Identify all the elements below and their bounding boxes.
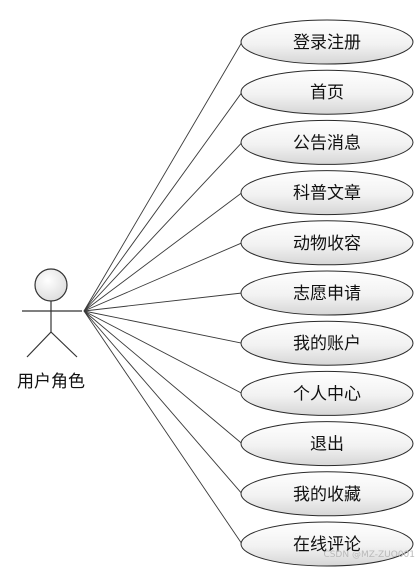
- use-case: 公告消息: [240, 119, 414, 165]
- association-line: [83, 292, 243, 312]
- use-case-label: 志愿申请: [293, 284, 361, 304]
- watermark: CSDN @MZ-ZUO001: [323, 550, 415, 560]
- use-case-ellipse: [240, 421, 414, 467]
- association-line: [83, 310, 243, 495]
- association-line: [83, 310, 243, 394]
- actor-left-leg: [26, 331, 52, 358]
- use-case-ellipse: [240, 370, 414, 416]
- use-case-label: 退出: [310, 435, 344, 455]
- use-case-label: 科普文章: [293, 184, 361, 204]
- actor-head: [34, 268, 68, 302]
- use-case-label: 登录注册: [293, 33, 361, 53]
- use-case-ellipse: [240, 170, 414, 216]
- use-case: 志愿申请: [240, 270, 414, 316]
- actor-label: 用户角色: [17, 372, 85, 392]
- association-line: [83, 41, 243, 312]
- association-line: [83, 310, 243, 344]
- association-line: [83, 91, 243, 312]
- use-case: 个人中心: [240, 370, 414, 416]
- use-case-ellipse: [240, 19, 414, 65]
- association-line: [83, 310, 243, 444]
- use-case: 退出: [240, 421, 414, 467]
- use-case-label: 公告消息: [293, 133, 361, 153]
- use-case-label: 动物收容: [293, 234, 361, 254]
- use-case-ellipse: [240, 69, 414, 115]
- user-role-actor: 用户角色: [17, 268, 85, 392]
- use-case: 动物收容: [240, 220, 414, 266]
- use-case: 在线评论: [240, 521, 414, 567]
- actor-right-leg: [50, 331, 78, 358]
- use-case-ellipse: [240, 521, 414, 567]
- use-case-ellipse: [240, 270, 414, 316]
- association-line: [83, 192, 243, 312]
- use-case: 我的账户: [240, 320, 414, 366]
- use-case: 科普文章: [240, 170, 414, 216]
- association-line: [83, 310, 243, 545]
- association-line: [83, 242, 243, 312]
- use-case-label: 个人中心: [293, 384, 361, 404]
- use-case-ellipse: [240, 471, 414, 517]
- use-case-label: 首页: [310, 83, 344, 103]
- use-case-label: 我的账户: [293, 334, 361, 354]
- use-case-ellipse: [240, 119, 414, 165]
- use-case: 登录注册: [240, 19, 414, 65]
- association-lines: [83, 41, 243, 545]
- use-case-label: 在线评论: [293, 535, 361, 555]
- use-case: 首页: [240, 69, 414, 115]
- use-case-label: 我的收藏: [293, 485, 361, 505]
- association-line: [83, 142, 243, 312]
- use-case: 我的收藏: [240, 471, 414, 517]
- use-case-ellipse: [240, 220, 414, 266]
- use-case-ellipse: [240, 320, 414, 366]
